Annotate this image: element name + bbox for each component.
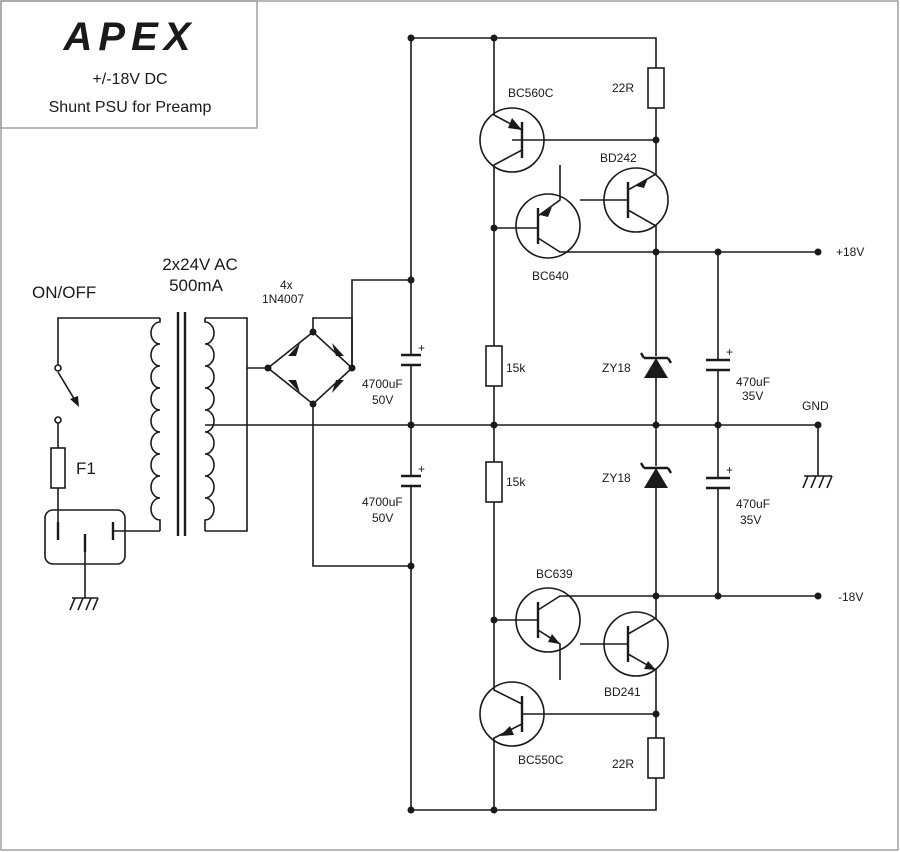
output-capacitors: + 470uF 35V + 470uF 35V — [706, 252, 770, 600]
t1-label: BC560C — [508, 86, 554, 100]
res-bot-label: 15k — [506, 475, 526, 489]
out-gnd-label: GND — [802, 399, 829, 413]
cap-top-voltage: 50V — [372, 393, 393, 407]
fuse-label: F1 — [76, 459, 96, 478]
fuse-symbol — [50, 447, 66, 489]
bias-resistors: 15k 15k — [485, 228, 526, 620]
transformer: 2x24V AC 500mA — [150, 255, 818, 536]
bulk-capacitors: + 4700uF 50V + 4700uF 50V — [362, 34, 425, 814]
resistor-15k-top — [485, 345, 503, 387]
logo-text: APEX — [63, 15, 197, 59]
resistor-22r-top — [647, 67, 665, 109]
t5-label: BD241 — [604, 685, 641, 699]
plus-sign-cap4: + — [726, 463, 733, 477]
bridge-rectifier: 4x 1N4007 — [262, 278, 411, 567]
gnd-output: GND — [802, 399, 833, 489]
plus-sign-cap2: + — [418, 462, 425, 476]
res-top-label: 15k — [506, 361, 526, 375]
resistor-15k-bot — [485, 461, 503, 503]
cap-out-bot-voltage: 35V — [740, 513, 761, 527]
on-off-label: ON/OFF — [32, 283, 96, 302]
title-line-2: Shunt PSU for Preamp — [49, 99, 212, 116]
r22-bot-label: 22R — [612, 757, 634, 771]
mains-input: ON/OFF F1 — [32, 283, 160, 611]
zener-diodes: ZY18 ZY18 — [602, 252, 673, 596]
transformer-label-1: 2x24V AC — [162, 255, 238, 274]
title-box: APEX +/-18V DC Shunt PSU for Preamp — [0, 0, 258, 129]
cap-out-top-voltage: 35V — [742, 389, 763, 403]
transistor-bc640 — [515, 193, 581, 259]
cap-top-value: 4700uF — [362, 377, 403, 391]
negative-regulator: -18V BC639 BD241 BC550C 22R — [411, 567, 863, 814]
bridge-label-1: 4x — [280, 278, 293, 292]
cap-out-top-value: 470uF — [736, 375, 770, 389]
cap-out-bot-value: 470uF — [736, 497, 770, 511]
zener-bot — [644, 468, 668, 488]
transformer-label-2: 500mA — [169, 276, 224, 295]
zener-top — [644, 358, 668, 378]
t6-label: BC550C — [518, 753, 564, 767]
zener-bot-label: ZY18 — [602, 471, 631, 485]
resistor-22r-bot — [647, 737, 665, 779]
out-neg-label: -18V — [838, 590, 863, 604]
transistor-bc560c — [479, 107, 545, 173]
t4-label: BC639 — [536, 567, 573, 581]
cap-bot-value: 4700uF — [362, 495, 403, 509]
t2-label: BD242 — [600, 151, 637, 165]
title-line-1: +/-18V DC — [92, 71, 167, 88]
plus-sign-cap1: + — [418, 341, 425, 355]
cap-bot-voltage: 50V — [372, 511, 393, 525]
positive-regulator: 22R BC560C BC640 BD242 + — [411, 34, 864, 283]
r22-top-label: 22R — [612, 81, 634, 95]
out-pos-label: +18V — [836, 245, 864, 259]
t3-label: BC640 — [532, 269, 569, 283]
plus-sign-cap3: + — [726, 345, 733, 359]
zener-top-label: ZY18 — [602, 361, 631, 375]
bridge-label-2: 1N4007 — [262, 292, 304, 306]
